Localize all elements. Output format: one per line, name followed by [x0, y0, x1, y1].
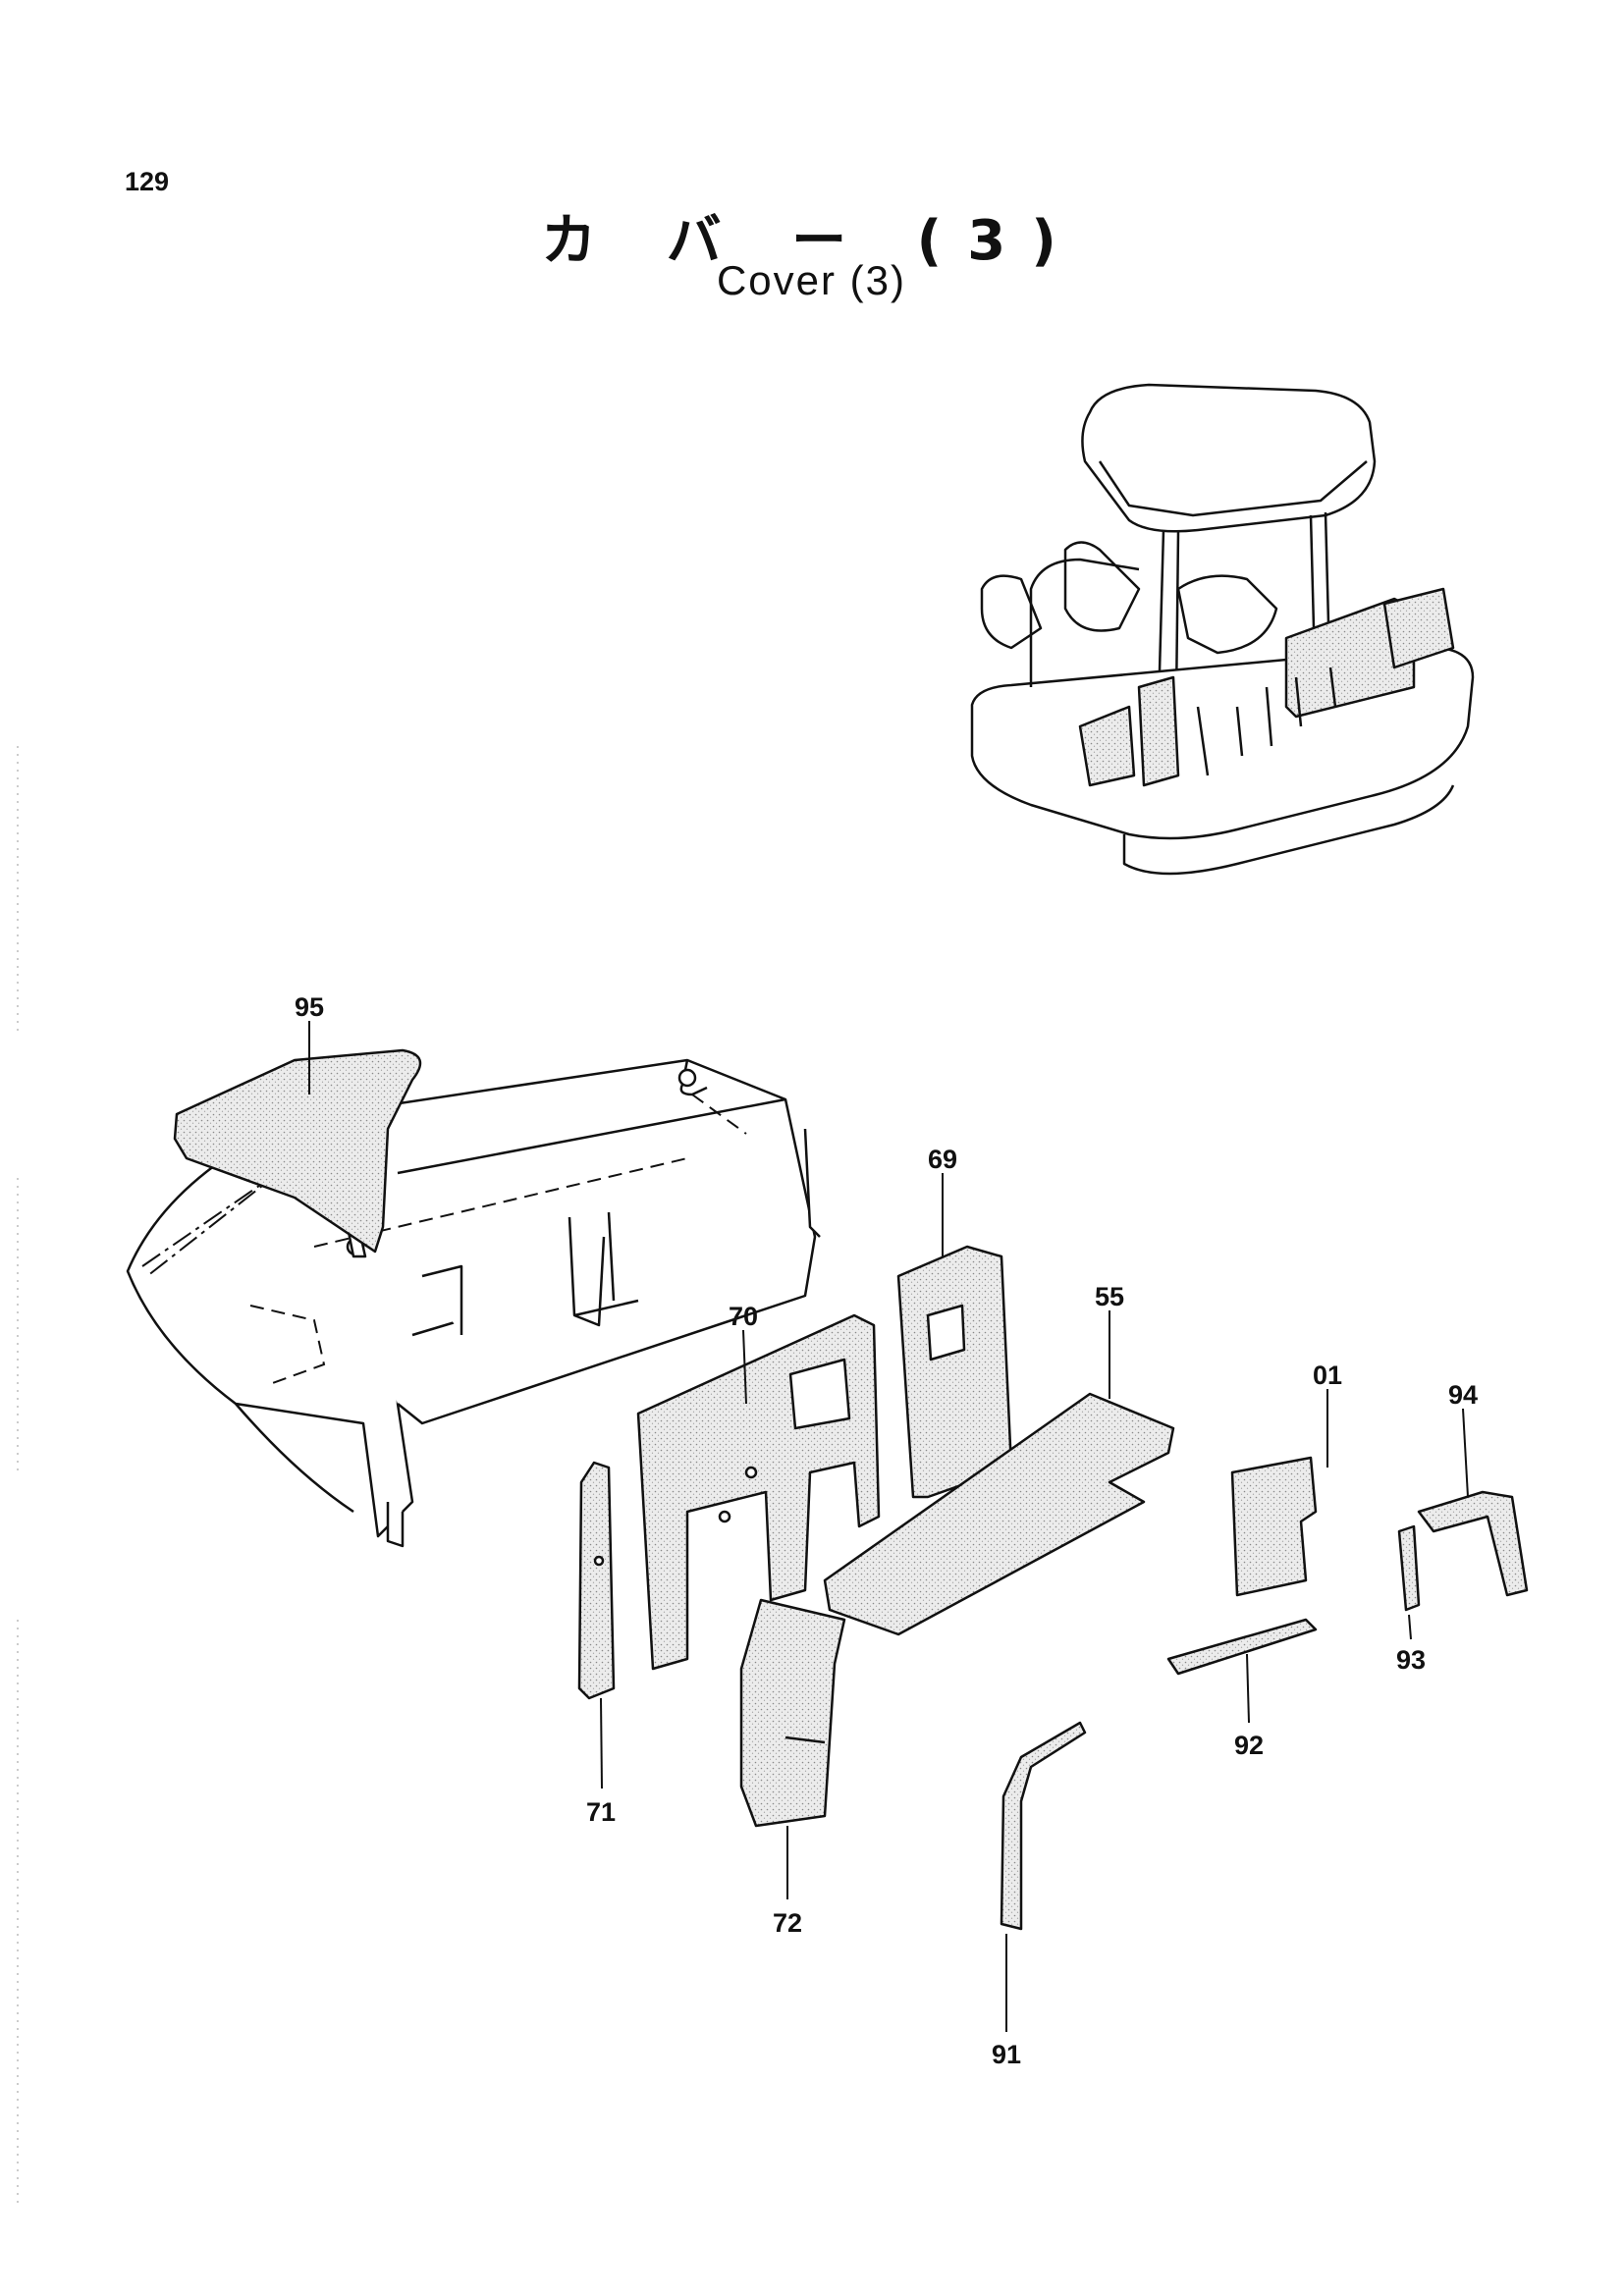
page-number: 129: [125, 167, 170, 196]
part-93: [1397, 1524, 1421, 1612]
label-01: 01: [1313, 1361, 1342, 1390]
part-95: [173, 1048, 422, 1254]
label-92: 92: [1234, 1731, 1264, 1760]
label-94: 94: [1448, 1380, 1478, 1410]
label-55: 55: [1095, 1282, 1124, 1311]
label-95: 95: [295, 992, 324, 1022]
label-leaders: [308, 1021, 1469, 2032]
label-93: 93: [1396, 1645, 1426, 1675]
part-94: [1417, 1490, 1529, 1597]
label-71: 71: [586, 1797, 616, 1827]
title-english: Cover (3): [716, 257, 907, 303]
part-72: [739, 1598, 846, 1828]
label-72: 72: [773, 1908, 802, 1938]
machine-overview-illustration: [970, 383, 1475, 876]
part-69: [896, 1245, 1013, 1499]
label-91: 91: [992, 2040, 1021, 2069]
hidden-lines: [249, 1094, 747, 1385]
label-69: 69: [928, 1145, 957, 1174]
part-labels: 95 69 70 55 01 94 71 93 92 72 91: [295, 992, 1478, 2069]
part-55: [823, 1392, 1175, 1636]
part-01: [1230, 1456, 1318, 1597]
part-71: [577, 1461, 616, 1700]
cover-parts: [173, 1048, 1529, 1931]
part-92: [1166, 1618, 1318, 1676]
title-japanese: カ バ ー (3): [541, 209, 1082, 273]
part-91: [1000, 1721, 1087, 1931]
label-70: 70: [729, 1302, 758, 1331]
